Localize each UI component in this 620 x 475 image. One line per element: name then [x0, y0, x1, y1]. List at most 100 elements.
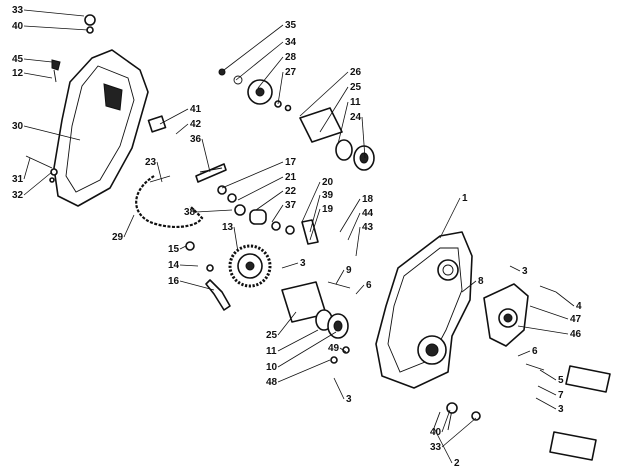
callout-leader-c3c: [535, 397, 557, 410]
callout-number-c23: 23: [145, 157, 157, 168]
callout-number-c1: 1: [462, 193, 468, 204]
callout-number-c49: 49: [328, 343, 340, 354]
callout-number-c15: 15: [168, 244, 180, 255]
callout-number-c25a: 25: [350, 82, 362, 93]
callout-leader-c27: [277, 71, 284, 105]
callout-number-c13: 13: [222, 222, 234, 233]
callout-leader-c16: [179, 280, 215, 291]
callout-leader-c6b: [517, 350, 531, 357]
callout-leader-c37: [271, 204, 284, 223]
callout-leader-c41: [159, 108, 189, 125]
callout-number-c38: 38: [184, 207, 196, 218]
callout-number-c40b: 40: [430, 427, 442, 438]
callout-leader-c15: [179, 245, 187, 250]
callout-leader-c14: [179, 264, 199, 267]
callout-leader-c49: [339, 347, 347, 353]
callout-number-c43: 43: [362, 222, 374, 233]
callout-leader-c32: [23, 171, 53, 196]
callout-number-c26: 26: [350, 67, 362, 78]
callout-number-c28: 28: [285, 52, 297, 63]
callout-number-c41: 41: [190, 104, 202, 115]
callout-number-c6a: 6: [366, 280, 372, 291]
callout-leader-c1: [439, 197, 461, 239]
shafts: [433, 365, 611, 461]
callout-leader-c3d: [333, 377, 345, 400]
callout-leader-c5: [539, 369, 557, 381]
callout-leader-c40b: [441, 409, 451, 433]
callout-number-c45: 45: [12, 54, 24, 65]
callout-leader-c33a: [23, 9, 85, 17]
callout-leader-c36: [201, 138, 211, 173]
callout-leader-c26: [299, 71, 349, 117]
callout-number-c8: 8: [478, 276, 484, 287]
callout-leader-c18: [339, 198, 361, 233]
callout-number-c11a: 11: [350, 97, 361, 108]
callout-leader-c3a: [281, 262, 299, 269]
tensioner-assembly: [147, 115, 319, 245]
lower-bearing-assembly: [281, 281, 351, 364]
callout-leader-c34: [235, 41, 284, 81]
callout-leader-c29: [123, 214, 135, 238]
callout-number-c31: 31: [12, 174, 24, 185]
callout-number-c12: 12: [12, 68, 24, 79]
callout-leader-c6a: [355, 284, 365, 295]
callout-leader-c45: [23, 58, 53, 63]
callout-number-c3b: 3: [522, 266, 528, 277]
callout-number-c36: 36: [190, 134, 202, 145]
chaincase-housing: [375, 231, 473, 389]
callout-leader-c24: [361, 116, 366, 159]
callout-number-c4: 4: [576, 301, 582, 312]
callout-number-c30: 30: [12, 121, 24, 132]
callout-number-c48: 48: [266, 377, 278, 388]
callout-leader-c10: [277, 331, 337, 368]
callout-number-c3c: 3: [558, 404, 564, 415]
callout-leader-c4: [555, 291, 575, 307]
callout-leader-c39: [309, 194, 321, 233]
callout-number-c18: 18: [362, 194, 374, 205]
callout-leader-c33b: [441, 417, 477, 448]
callout-number-c32: 32: [12, 190, 24, 201]
callout-leader-c9: [335, 269, 345, 285]
callout-number-c35: 35: [285, 20, 297, 31]
callout-number-c14: 14: [168, 260, 180, 271]
callout-leader-c48: [277, 359, 331, 383]
callout-leader-c8: [461, 280, 477, 293]
callout-number-c39: 39: [322, 190, 334, 201]
callout-leader-c35: [223, 24, 284, 71]
callout-leader-c20: [301, 181, 321, 223]
callout-leader-c23: [156, 161, 163, 183]
callout-number-c2: 2: [454, 458, 460, 469]
callout-number-c9: 9: [346, 265, 352, 276]
callout-number-c7: 7: [558, 390, 564, 401]
callout-number-c3d: 3: [346, 394, 352, 405]
callout-number-c46: 46: [570, 329, 582, 340]
callout-number-c3a: 3: [300, 258, 306, 269]
upper-sprocket-assembly: [218, 68, 375, 171]
callout-leader-c2: [433, 427, 453, 464]
callout-leader-c7: [537, 385, 557, 396]
callout-leader-c47: [529, 305, 569, 320]
callout-leader-c11a: [337, 101, 349, 145]
callout-leader-c13: [233, 226, 239, 253]
callout-number-c27: 27: [285, 67, 297, 78]
callout-number-c42: 42: [190, 119, 202, 130]
callout-leader-c42: [175, 123, 189, 135]
callout-leader-c21: [237, 176, 284, 201]
callout-number-c33a: 33: [12, 5, 24, 16]
callout-leader-c30: [23, 125, 81, 141]
callout-number-c11b: 11: [266, 346, 277, 357]
callout-number-c16: 16: [168, 276, 180, 287]
callout-number-c20: 20: [322, 177, 334, 188]
callout-leader-c44: [347, 212, 361, 241]
callout-leader-c38: [195, 209, 233, 213]
callout-number-c34: 34: [285, 37, 297, 48]
callout-number-c24: 24: [350, 112, 362, 123]
callout-number-c5: 5: [558, 375, 564, 386]
callout-leader-c40a: [23, 25, 89, 31]
callout-leader-c31: [23, 157, 31, 180]
callout-leader-c3b: [509, 265, 521, 272]
callout-leader-c28: [257, 56, 284, 89]
chaincase-cover: [25, 14, 149, 207]
bearing-cap-plate: [483, 283, 557, 371]
